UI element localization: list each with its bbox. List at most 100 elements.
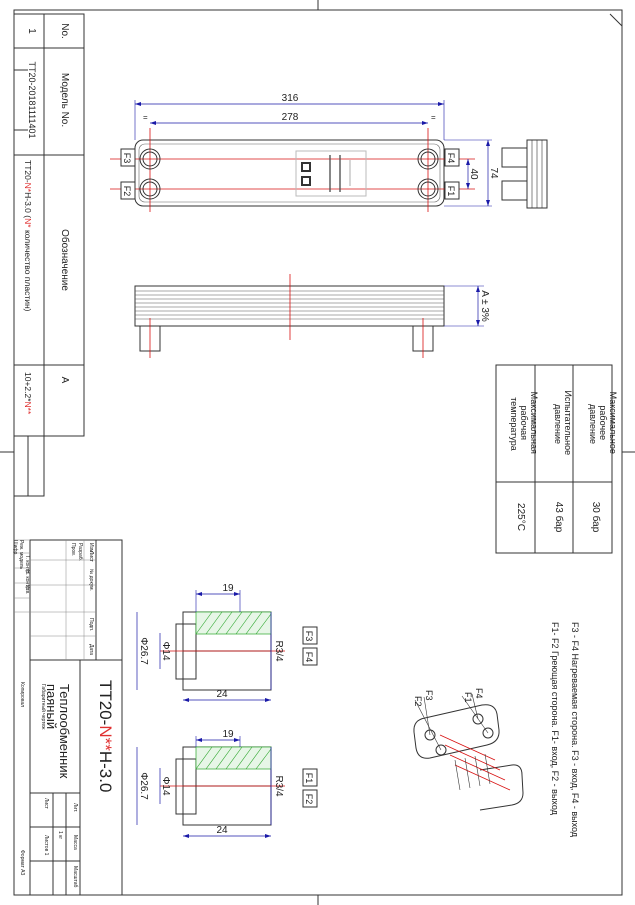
iso-label-f2: F2 — [413, 696, 423, 707]
spec-row-model: TT20-20181111401 — [27, 61, 37, 138]
title-h-date: Дата — [88, 644, 94, 655]
spec-header-rev: A — [59, 377, 70, 384]
iso-port — [472, 713, 484, 725]
port-tag-f4 — [444, 148, 460, 167]
pressure-row1-value: 30 бар — [590, 502, 602, 533]
dim-conn-length: 19 — [222, 583, 234, 594]
port-tag-f1 — [444, 181, 460, 200]
pressure-row3-label: Максимальная рабочая температура — [509, 392, 539, 457]
title-r-nkontr: Н. контр. — [24, 570, 30, 591]
dim-conn-outer-dia: Φ26.7 — [138, 637, 149, 665]
port-tag-f3 — [120, 148, 136, 167]
conn-tag-top-b — [302, 647, 318, 666]
hx-side-view: A ± 3% — [134, 274, 490, 358]
dim-overall-width: 74 — [488, 167, 499, 179]
side-view-body — [134, 285, 445, 327]
port-circle — [142, 181, 158, 197]
iso-label-f4: F4 — [474, 688, 484, 699]
spec-table: No. Модель No. Обозначение A 1 TT20-2018… — [13, 13, 85, 437]
title-r-razrab: Разраб. — [77, 543, 83, 561]
title-r-prov: Пров. — [70, 543, 76, 556]
dim-conn-thread: R3/4 — [273, 640, 284, 662]
conn-tag-top-a-label: F3 — [304, 631, 314, 642]
end-view-nozzle — [501, 147, 528, 168]
iso-port — [435, 744, 447, 756]
port-circle — [139, 178, 161, 200]
title-h-izm: Изм. — [88, 543, 94, 554]
title-code: TT20-N**H-3.0 — [96, 680, 115, 792]
conn-tag-bot-a-label: F1 — [304, 773, 314, 784]
dim-conn-thread: R3/4 — [273, 775, 284, 797]
title-mass-value: 1 кг — [57, 831, 63, 839]
spec-row-no: 1 — [26, 28, 37, 34]
conn-tag-top-a — [302, 626, 318, 645]
dim-conn-length: 19 — [222, 729, 234, 740]
frame-tick — [609, 13, 623, 27]
title-copied: Копировал — [19, 682, 25, 707]
spec-header-designation: Обозначение — [59, 229, 71, 291]
pressure-table: Максимальное рабочее давление Испытатель… — [495, 364, 618, 554]
title-h-list: Лист — [88, 551, 94, 563]
port-tag-f2-label: F2 — [122, 186, 132, 197]
hx-plate-outline — [134, 139, 445, 207]
frame-strip — [13, 435, 45, 497]
port-tag-f2 — [120, 181, 136, 200]
spec-row-formula: 10+2.2*N** — [23, 372, 33, 415]
iso-label-f1: F1 — [463, 692, 473, 703]
title-lit: Лит. — [72, 803, 78, 812]
dim-conn-inner-dia: Φ14 — [160, 641, 171, 661]
title-subtitle: Габаритный чертеж — [40, 684, 47, 730]
note-line-1: F3 - F4 Нагреваемая сторона. F3 - вход, … — [570, 622, 580, 838]
port-tag-f3-label: F3 — [122, 153, 132, 164]
dim-port-spacing: 278 — [282, 112, 299, 123]
title-block: Изм. Лист № докум. Подп. Дата Разраб. Пр… — [12, 539, 123, 896]
hx-top-view: F3 F2 F4 F1 316 278 = = 74 40 — [110, 93, 499, 212]
title-format: Формат A3 — [19, 850, 25, 875]
title-h-sign: Подп. — [88, 618, 94, 631]
pressure-row2-label: Испытательное давление — [553, 390, 573, 457]
dim-equal-mark: = — [431, 113, 436, 122]
port-circle — [420, 151, 436, 167]
nameplate-logo-icon — [301, 155, 351, 192]
iso-front-plate — [413, 704, 500, 759]
spec-header-no: No. — [59, 23, 70, 39]
port-circle — [417, 148, 439, 170]
conn-tag-top-b-label: F4 — [304, 652, 314, 663]
title-shifr: Шифр — [12, 540, 18, 554]
hx-end-view — [501, 139, 548, 209]
connection-detail-bottom: 19 Φ26.7 Φ14 R3/4 24 F1 F2 — [136, 729, 318, 838]
pressure-row3-value: 225°C — [515, 503, 526, 531]
title-name: Теплообменник паяный — [44, 684, 72, 782]
pressure-row2-value: 43 бар — [553, 502, 565, 533]
title-mass: Масса — [72, 835, 78, 850]
dim-overall-length: 316 — [282, 93, 299, 104]
title-r-rezh: Реж. модель — [18, 540, 24, 570]
port-tag-f4-label: F4 — [446, 153, 456, 164]
spec-header-model: Модель No. — [59, 73, 70, 127]
conn-tag-bot-b-label: F2 — [304, 794, 314, 805]
title-r-tkontr: Т. контр. — [24, 555, 30, 575]
note-line-2: F1- F2 Греющая сторона. F1- вход, F2 - в… — [550, 622, 560, 816]
port-circle — [142, 151, 158, 167]
nameplate — [295, 150, 367, 197]
conn-tag-bot-a — [302, 768, 318, 787]
port-circle — [420, 181, 436, 197]
dim-conn-total: 24 — [216, 825, 228, 836]
iso-port — [482, 727, 494, 739]
title-r-utv: Утв. — [24, 585, 30, 595]
pressure-row1-label: Максимальное рабочее давление — [588, 392, 618, 457]
dim-port-spacing-width: 40 — [468, 168, 479, 180]
dim-equal-mark: = — [143, 113, 148, 122]
dim-conn-outer-dia: Φ26.7 — [138, 772, 149, 800]
iso-label-f3: F3 — [424, 690, 434, 701]
dim-conn-total: 24 — [216, 689, 228, 700]
port-circle — [417, 178, 439, 200]
title-scale: Масштаб — [72, 866, 78, 888]
connection-detail-top: 19 Φ26.7 Φ14 R3/4 24 F3 F4 — [136, 583, 318, 702]
isometric-sketch: F3 F2 F4 F1 — [413, 688, 524, 811]
end-view-nozzle — [501, 180, 528, 201]
dim-conn-inner-dia: Φ14 — [160, 776, 171, 796]
dim-thickness: A ± 3% — [479, 290, 490, 322]
port-tag-f1-label: F1 — [446, 186, 456, 197]
